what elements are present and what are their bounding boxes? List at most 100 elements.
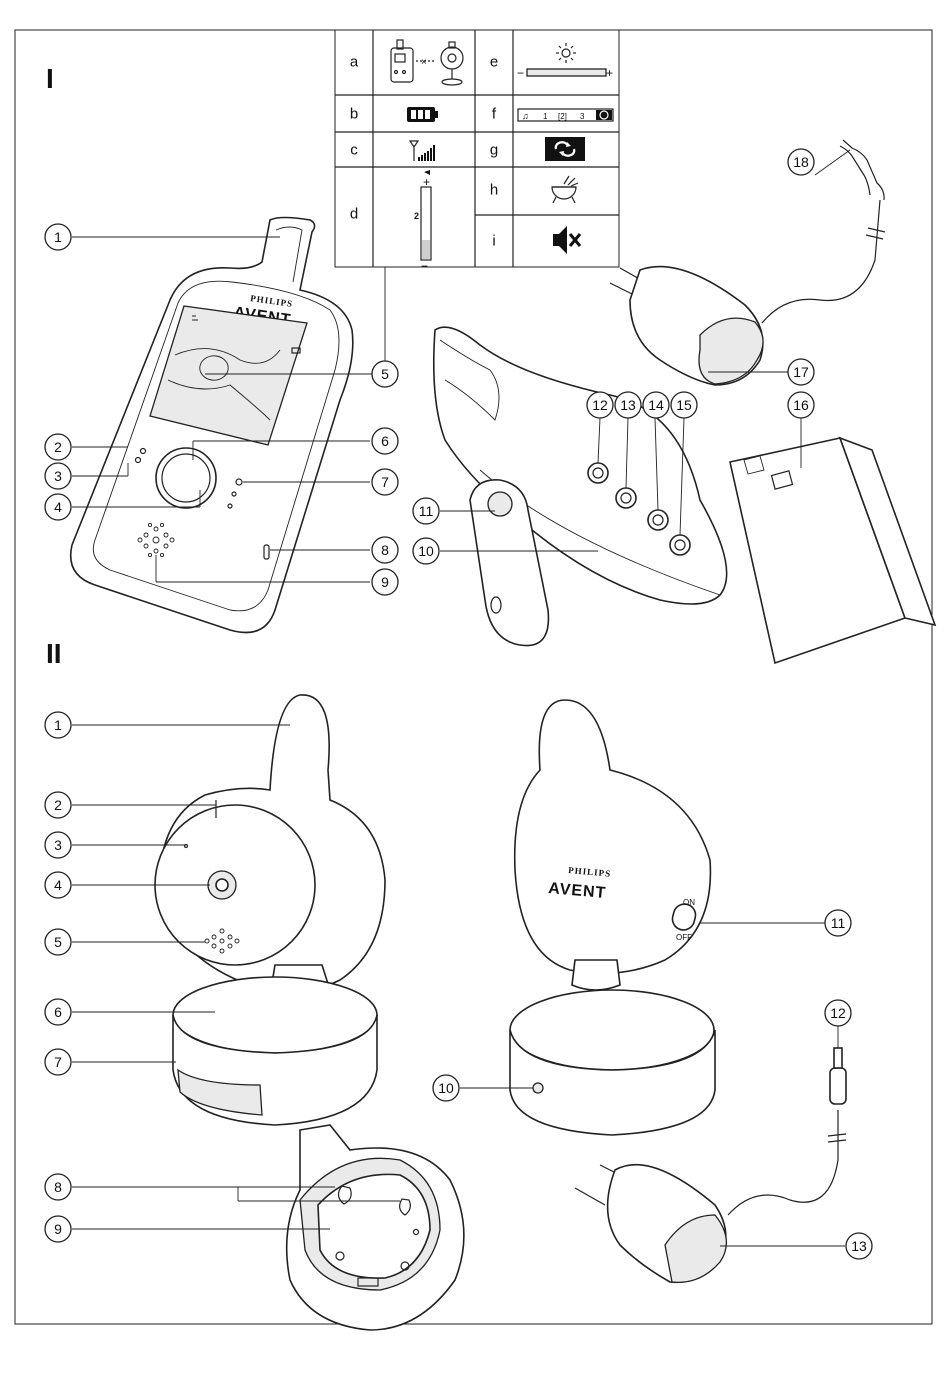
nightlight-icon [552,176,578,203]
svg-text:15: 15 [676,397,692,413]
callout-p10: 10 [413,538,439,564]
svg-text:11: 11 [419,503,434,519]
lullaby-icon: ♫ 1 [2] 3 [518,109,613,121]
svg-text:11: 11 [831,915,846,931]
svg-text:2: 2 [54,797,62,813]
parent-adapter-illustration [610,140,885,385]
callout-b8: 8 [45,1174,71,1200]
parent-unit-back-illustration [434,327,727,645]
callout-b7: 7 [45,1049,71,1075]
svg-text:12: 12 [592,397,608,413]
callout-b4: 4 [45,872,71,898]
table-label-h: h [490,182,498,199]
svg-text:9: 9 [381,574,389,590]
callout-p1: 1 [45,224,71,250]
table-label-i: i [492,233,495,250]
parent-unit-illustration: PHILIPS AVENT [71,218,353,633]
lullaby-2: [2] [558,112,567,121]
table-label-c: c [350,142,358,159]
brightness-icon: − + [517,43,613,80]
svg-text:7: 7 [381,474,389,490]
volume-level: 2 [414,211,419,221]
svg-text:9: 9 [54,1221,62,1237]
svg-text:2: 2 [54,439,62,455]
repeat-icon [545,137,585,161]
callout-b13: 13 [846,1233,872,1259]
table-label-g: g [490,142,498,159]
svg-text:8: 8 [381,542,389,558]
svg-text:6: 6 [381,433,389,449]
svg-text:4: 4 [54,499,62,515]
table-label-a: a [350,54,359,71]
callout-b10: 10 [433,1075,459,1101]
callout-p17: 17 [788,359,814,385]
switch-on-label: ON [683,898,695,907]
page-frame [15,30,932,1324]
callout-p9: 9 [372,569,398,595]
svg-text:16: 16 [793,397,809,413]
callout-b5: 5 [45,929,71,955]
svg-text:7: 7 [54,1054,62,1070]
table-label-e: e [490,54,498,71]
svg-text:13: 13 [620,397,636,413]
svg-text:×: × [421,57,427,68]
callout-p15: 15 [671,392,697,418]
svg-text:10: 10 [418,543,434,559]
brightness-minus: − [517,66,524,80]
svg-text:18: 18 [793,154,809,170]
callout-p8: 8 [372,537,398,563]
callout-p11: 11 [413,498,439,524]
section-label-I: I [46,63,54,94]
callout-b2: 2 [45,792,71,818]
callout-p12: 12 [587,392,613,418]
callout-b6: 6 [45,999,71,1025]
svg-text:1: 1 [54,229,62,245]
callout-b12: 12 [825,1000,851,1026]
brightness-plus: + [606,66,613,80]
callout-p5: 5 [372,361,398,387]
svg-text:12: 12 [830,1005,846,1021]
base-bottom-detail-illustration [287,1125,464,1330]
lullaby-3: 3 [580,112,585,121]
link-icon: × [391,40,463,85]
callout-p7: 7 [372,469,398,495]
volume-minus: − [421,259,428,273]
battery-icon [407,107,438,122]
svg-text:8: 8 [54,1179,62,1195]
svg-text:13: 13 [851,1238,867,1254]
callout-p18: 18 [788,149,814,175]
battery-pack-illustration [730,438,935,663]
icon-table: a e b f c g d h i × [335,30,619,273]
svg-text:3: 3 [54,837,62,853]
svg-text:17: 17 [793,364,809,380]
svg-text:1: 1 [54,717,62,733]
svg-text:♫: ♫ [522,111,529,121]
svg-text:3: 3 [54,468,62,484]
baby-unit-front-illustration [155,695,385,1125]
volume-bar-icon: + 2 − [414,170,431,273]
svg-text:10: 10 [438,1080,454,1096]
svg-text:5: 5 [54,934,62,950]
table-label-f: f [492,106,497,123]
callout-p6: 6 [372,428,398,454]
callout-b1: 1 [45,712,71,738]
table-label-d: d [350,206,358,223]
signal-icon [410,141,435,161]
callout-p3: 3 [45,463,71,489]
switch-off-label: OFF [676,933,692,942]
section-label-II: II [46,638,62,669]
callout-b11: 11 [825,910,851,936]
svg-text:4: 4 [54,877,62,893]
svg-text:6: 6 [54,1004,62,1020]
mute-icon [553,226,580,254]
callout-p2: 2 [45,434,71,460]
callout-b3: 3 [45,832,71,858]
callout-p16: 16 [788,392,814,418]
svg-text:14: 14 [648,397,664,413]
svg-text:5: 5 [381,366,389,382]
callout-p13: 13 [615,392,641,418]
callouts-baby-unit: 1 2 3 4 5 6 7 8 9 10 11 12 13 [45,712,872,1259]
lullaby-1: 1 [543,112,548,121]
callout-b9: 9 [45,1216,71,1242]
table-label-b: b [350,106,358,123]
